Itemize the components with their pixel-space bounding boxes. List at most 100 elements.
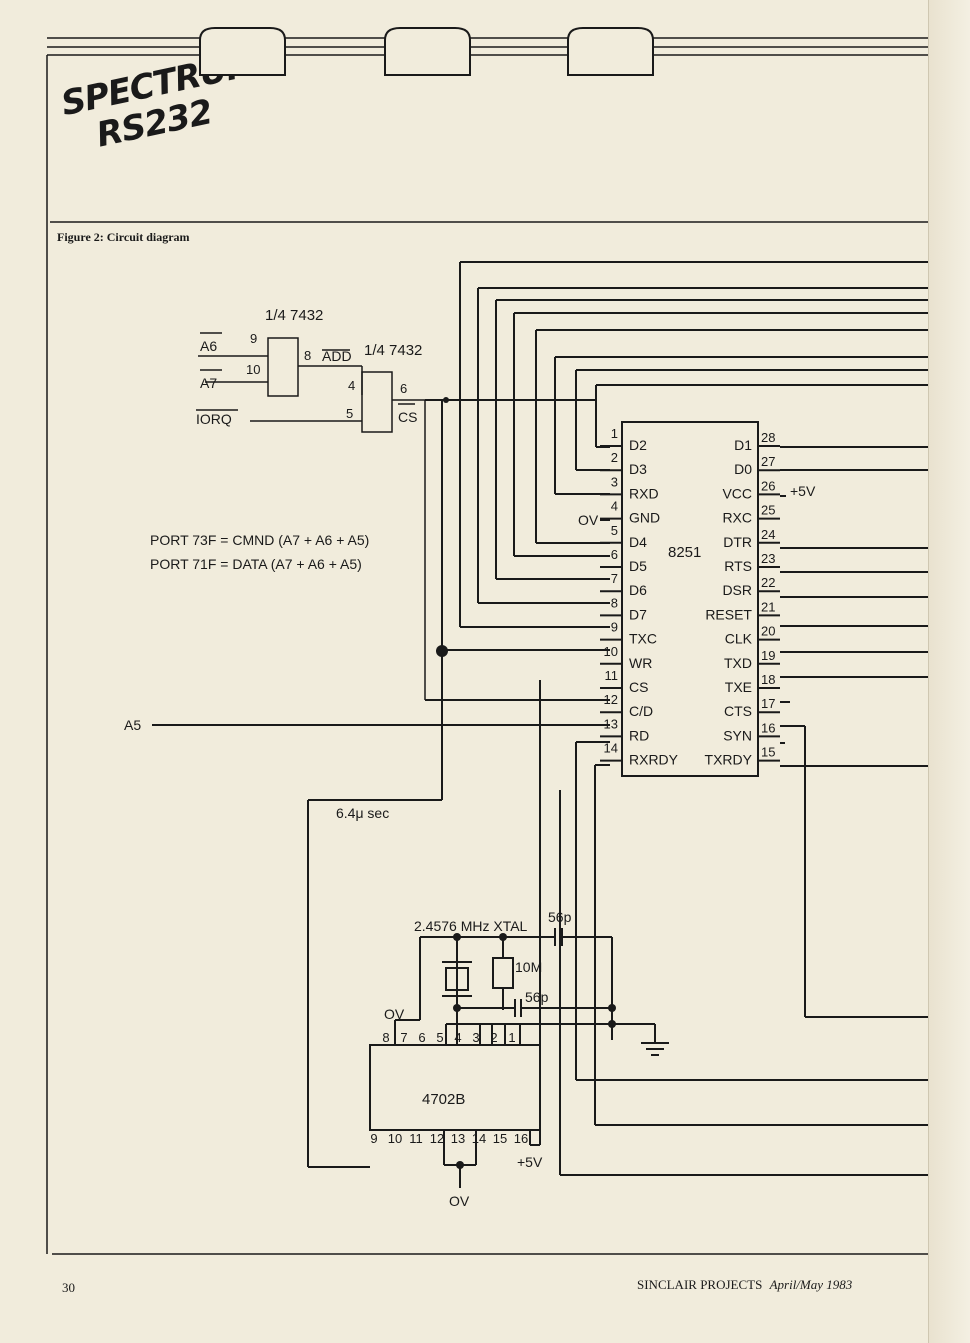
- junction-dot: [453, 933, 461, 941]
- uart-right-pins: 28D127D026VCC25RXC24DTR23RTS22DSR21RESET…: [705, 430, 780, 768]
- divider-pin-1: 1: [508, 1030, 515, 1045]
- divider-pin-number: 7: [400, 1030, 407, 1045]
- uart-pin-name: RXRDY: [629, 752, 679, 768]
- junction-dot: [436, 645, 448, 657]
- uart-pin-name: RD: [629, 727, 649, 743]
- uart-pin-name: TXE: [725, 679, 752, 695]
- divider-ov-bottom: OV: [449, 1193, 470, 1209]
- junction-dot: [453, 1004, 461, 1012]
- junction-dot: [499, 933, 507, 941]
- divider-pin-13: 13: [451, 1131, 465, 1146]
- junction-dot: [443, 397, 449, 403]
- uart-8251-body: [621, 421, 759, 777]
- divider-pin-number: 6: [418, 1030, 425, 1045]
- uart-pin-name: TXD: [724, 655, 752, 671]
- divider-pin-10: 10: [388, 1131, 402, 1146]
- junction-dot: [608, 1020, 616, 1028]
- divider-pin-3: 3: [472, 1030, 479, 1045]
- uart-pin-number: 8: [611, 595, 618, 610]
- gate1-pin-out: 8: [304, 348, 311, 363]
- resistor-label: 10M: [515, 959, 542, 975]
- uart-pin-name: CLK: [725, 631, 753, 647]
- uart-pin-number: 10: [604, 644, 618, 659]
- uart-pin-number: 25: [761, 503, 775, 518]
- divider-pin-number: 11: [409, 1131, 423, 1146]
- page-frame: [46, 37, 928, 1255]
- uart-pin-25: 25 RXC: [722, 503, 780, 526]
- uart-pin-name: TXRDY: [705, 752, 753, 768]
- divider-pin-number: 3: [472, 1030, 479, 1045]
- uart-pin-number: 22: [761, 575, 775, 590]
- uart-pin-5: 5D4: [600, 523, 647, 550]
- uart-pin-name: DTR: [723, 534, 752, 550]
- divider-pin-15: 15: [493, 1131, 507, 1146]
- binder-tabs: [199, 27, 654, 76]
- xtal-label: 2.4576 MHz XTAL: [414, 918, 528, 934]
- uart-left-pins: 1D22D33RXD4GND5D46D57D68D79TXC10WR11CS12…: [600, 426, 679, 768]
- uart-pin-number: 1: [611, 426, 618, 441]
- uart-pin-8: 8D7: [600, 595, 647, 622]
- uart-pin-number: 9: [611, 620, 618, 635]
- junction-dot: [608, 1004, 616, 1012]
- uart-name: 8251: [668, 544, 701, 561]
- a6-label: A6: [200, 338, 217, 354]
- uart-pin-number: 14: [604, 741, 618, 756]
- a7-label: A7: [200, 375, 217, 391]
- uart-pin-12: 12C/D: [600, 692, 653, 719]
- uart-pin-number: 23: [761, 551, 775, 566]
- divider-pin-number: 5: [436, 1030, 443, 1045]
- divider-4702b-body: [369, 1044, 541, 1131]
- uart-pin-number: 12: [604, 692, 618, 707]
- uart-pin-number: 6: [611, 547, 618, 562]
- cs-label: CS: [398, 409, 417, 425]
- divider-pin-number: 16: [514, 1131, 528, 1146]
- uart-pin-number: 19: [761, 648, 775, 663]
- iorq-label: IORQ: [196, 411, 232, 427]
- uart-pin-name: RXC: [722, 510, 752, 526]
- gate1-pin-in-a: 9: [250, 331, 257, 346]
- uart-pin-6: 6D5: [600, 547, 647, 574]
- page-number: 30: [62, 1280, 75, 1295]
- uart-pin-19: 19 TXD: [724, 648, 780, 671]
- uart-pin-name: D2: [629, 437, 647, 453]
- uart-pin-number: 15: [761, 745, 775, 760]
- divider-pin-2: 2: [490, 1030, 497, 1045]
- uart-pin-name: DSR: [722, 582, 752, 598]
- page-edge: [928, 0, 970, 1343]
- uart-pin-number: 4: [611, 499, 618, 514]
- clock-period-label: 6.4μ sec: [336, 805, 389, 821]
- uart-pin-name: WR: [629, 655, 652, 671]
- junction-dot: [456, 1161, 464, 1169]
- divider-pin-number: 9: [370, 1131, 377, 1146]
- divider-pin-11: 11: [409, 1131, 423, 1146]
- divider-name: 4702B: [422, 1091, 465, 1108]
- uart-pin-name: D7: [629, 606, 647, 622]
- divider-pin-number: 15: [493, 1131, 507, 1146]
- uart-pin-number: 11: [605, 668, 619, 683]
- divider-pin-12: 12: [430, 1131, 444, 1146]
- uart-pin-name: RXD: [629, 485, 659, 501]
- divider-pin-7: 7: [400, 1030, 407, 1045]
- uart-pin-name: CTS: [724, 703, 752, 719]
- publication-name: SINCLAIR PROJECTS: [637, 1277, 763, 1292]
- uart-pin-number: 7: [611, 571, 618, 586]
- uart-pin-number: 27: [761, 454, 775, 469]
- divider-pin-14: 14: [472, 1131, 486, 1146]
- gate2-pin-out: 6: [400, 381, 407, 396]
- uart-pin-name: D6: [629, 582, 647, 598]
- uart-gnd-label: OV: [578, 512, 599, 528]
